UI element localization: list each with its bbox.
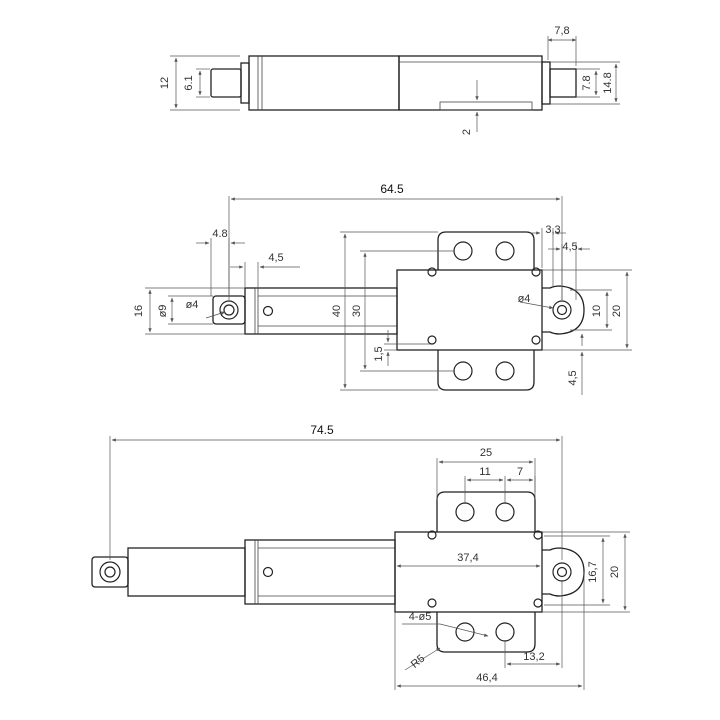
- dim-mid-4-5b: 4,5: [562, 241, 577, 253]
- dim-top-7-8b: 7.8: [581, 75, 593, 90]
- dim-mid-dia4a: ø4: [186, 299, 199, 311]
- dim-top-14-8: 14.8: [602, 72, 614, 93]
- dim-bot-holes: 4-ø5: [409, 611, 432, 623]
- dim-mid-20: 20: [611, 305, 623, 317]
- bot-rod: [127, 547, 246, 597]
- dim-top-12: 12: [159, 77, 171, 89]
- dim-bot-20: 20: [609, 566, 621, 578]
- top-rod: [210, 68, 242, 98]
- dim-bot-7: 7: [517, 466, 523, 478]
- dim-mid-4-5: 4,5: [268, 252, 283, 264]
- dim-top-6-1: 6.1: [183, 75, 195, 90]
- dim-bot-r5: R5: [409, 653, 427, 671]
- dim-bot-16-7: 16,7: [587, 561, 599, 582]
- bot-upper-flange: [436, 491, 536, 532]
- dim-mid-4-5c: 4,5: [567, 370, 579, 385]
- top-rear-eye: [549, 68, 577, 98]
- dim-bot-25: 25: [480, 447, 492, 459]
- bottom-plan-view: 74.5 25 11 7 37,4 16,7 20 4-ø5 R5 13,2: [91, 423, 630, 690]
- dim-bot-46-4: 46,4: [476, 672, 497, 684]
- top-rear-mount: [541, 61, 551, 105]
- bot-body: [394, 531, 543, 613]
- dim-mid-dia4b: ø4: [518, 293, 531, 305]
- bot-rear-eye: [542, 547, 585, 597]
- dim-bot-13-2: 13,2: [523, 651, 544, 663]
- dim-mid-1-5: 1,5: [373, 346, 385, 361]
- top-tube: [248, 55, 400, 111]
- dim-mid-dia9: ø9: [157, 305, 169, 318]
- mid-rod: [244, 287, 398, 335]
- mid-lower-flange: [437, 350, 535, 391]
- dim-mid-64-5: 64.5: [380, 182, 404, 196]
- dim-top-7-8a: 7,8: [554, 25, 569, 37]
- mid-front-eye: [212, 295, 246, 325]
- mid-rear-eye: [542, 285, 585, 335]
- top-rod-collar: [240, 62, 250, 104]
- mid-upper-flange: [437, 231, 535, 270]
- dim-mid-3-3: 3,3: [545, 224, 560, 236]
- bot-tube: [244, 539, 396, 605]
- top-side-view: 12 6.1 7,8 7.8 14.8 2: [159, 25, 620, 135]
- dim-bot-74-5: 74.5: [310, 423, 334, 437]
- dim-mid-30: 30: [351, 305, 363, 317]
- dim-bot-37-4: 37,4: [457, 552, 478, 564]
- dim-mid-16: 16: [133, 305, 145, 317]
- dim-mid-4-8: 4.8: [212, 228, 227, 240]
- dim-mid-10: 10: [591, 305, 603, 317]
- dim-bot-11: 11: [479, 466, 490, 478]
- middle-plan-view: 64.5 4.8 4,5 16 ø9 ø4 40 30 1,5: [133, 182, 632, 395]
- dim-mid-40: 40: [331, 305, 343, 317]
- bot-lower-flange: [436, 612, 536, 653]
- mid-body: [396, 269, 543, 351]
- dim-top-2: 2: [461, 129, 473, 135]
